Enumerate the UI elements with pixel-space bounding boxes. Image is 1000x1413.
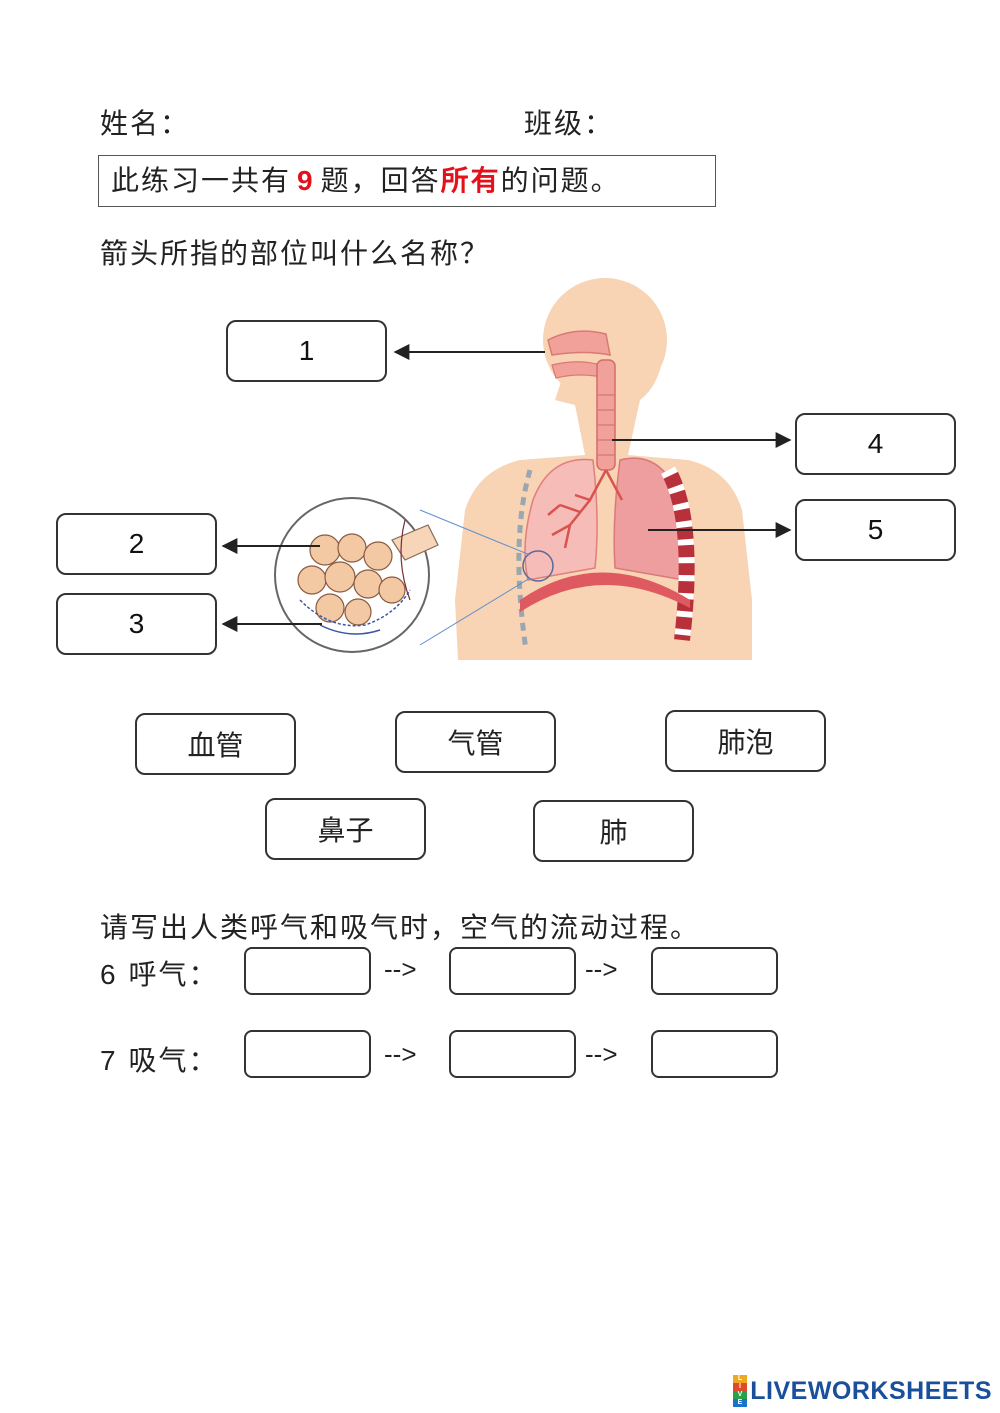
question-6-label: 呼气： <box>128 958 219 991</box>
rib-cage <box>516 466 695 651</box>
exhale-step-3-input[interactable] <box>651 947 778 995</box>
trachea <box>596 359 616 471</box>
zoom-line-bottom <box>419 577 531 646</box>
liveworksheets-brand: L I V E LIVEWORKSHEETS <box>733 1375 992 1407</box>
class-label: 班级： <box>524 107 615 140</box>
logo-letter-i: I <box>733 1383 748 1391</box>
word-option-nose[interactable]: 鼻子 <box>265 798 426 860</box>
word-option-blood-vessel[interactable]: 血管 <box>135 713 296 775</box>
answer-box-5[interactable]: 5 <box>795 499 956 561</box>
word-option-lung[interactable]: 肺 <box>533 800 694 862</box>
inhale-step-3-input[interactable] <box>651 1030 778 1078</box>
answer-box-1[interactable]: 1 <box>226 320 387 382</box>
brand-name: LIVEWORKSHEETS <box>750 1376 992 1405</box>
liveworksheets-logo-icon: L I V E <box>733 1375 748 1407</box>
inhale-label: 7 吸气： <box>100 1039 219 1079</box>
nasal-cavity <box>547 330 611 379</box>
zoom-origin-circle <box>522 550 554 582</box>
word-option-trachea[interactable]: 气管 <box>395 711 556 773</box>
logo-letter-e: E <box>733 1399 748 1407</box>
respiratory-system-diagram <box>221 278 792 660</box>
question-1-text: 箭头所指的部位叫什么名称？ <box>100 237 491 270</box>
inhale-arrow-1: --> <box>384 1039 417 1069</box>
name-label: 姓名： <box>100 107 191 140</box>
exhale-label: 6 呼气： <box>100 953 219 993</box>
answer-box-3[interactable]: 3 <box>56 593 217 655</box>
zoom-line-top <box>419 509 531 556</box>
inhale-step-1-input[interactable] <box>244 1030 371 1078</box>
diaphragm <box>520 572 690 612</box>
answer-box-4[interactable]: 4 <box>795 413 956 475</box>
instruction-emphasis: 所有 <box>440 164 501 197</box>
answer-box-2[interactable]: 2 <box>56 513 217 575</box>
alveoli-closeup <box>274 497 439 653</box>
question-2-text: 请写出人类呼气和吸气时，空气的流动过程。 <box>100 911 701 944</box>
instruction-mid: 题，回答 <box>320 164 441 197</box>
logo-letter-l: L <box>733 1375 748 1383</box>
logo-letter-v: V <box>733 1391 748 1399</box>
question-6-number: 6 <box>100 959 118 990</box>
exhale-arrow-2: --> <box>585 954 618 984</box>
exhale-step-2-input[interactable] <box>449 947 576 995</box>
instruction-prefix: 此练习一共有 <box>111 164 292 197</box>
instruction-suffix: 的问题。 <box>500 164 621 197</box>
question-7-number: 7 <box>100 1045 118 1076</box>
inhale-arrow-2: --> <box>585 1039 618 1069</box>
question-count: 9 <box>297 165 315 196</box>
question-7-label: 吸气： <box>128 1044 219 1077</box>
inhale-step-2-input[interactable] <box>449 1030 576 1078</box>
word-option-alveoli[interactable]: 肺泡 <box>665 710 826 772</box>
exhale-step-1-input[interactable] <box>244 947 371 995</box>
exhale-arrow-1: --> <box>384 954 417 984</box>
